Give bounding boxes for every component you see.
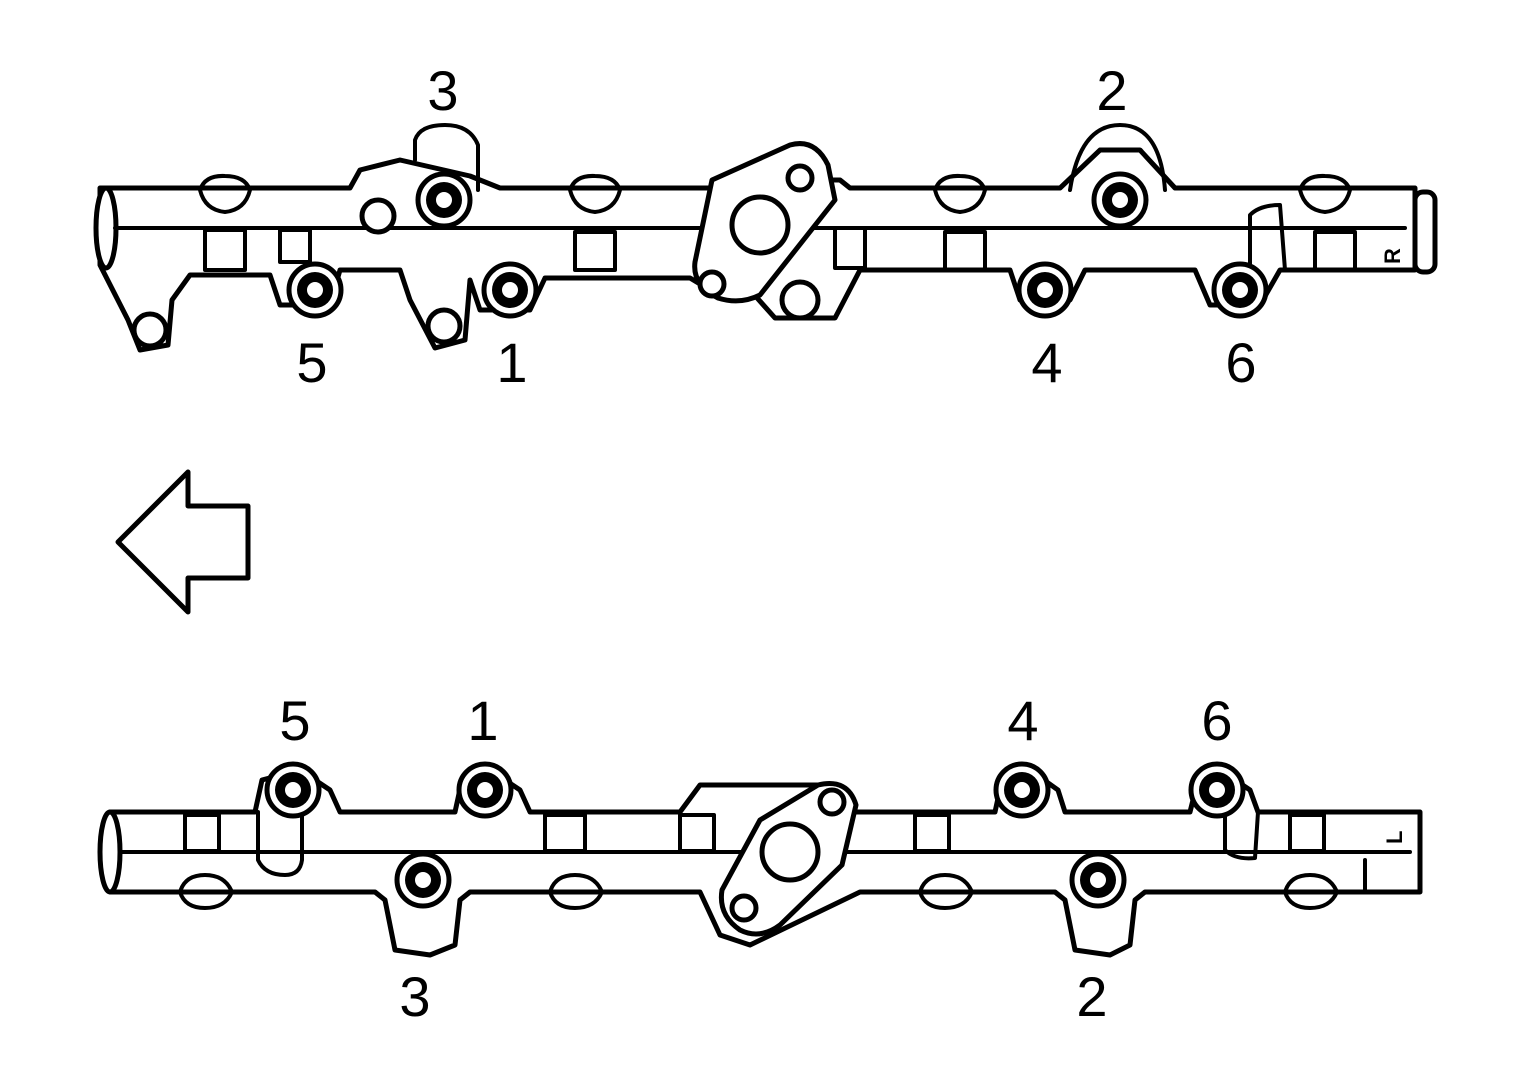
lower-bolt-1 [456,761,514,819]
lower-rail-bracket [1223,810,1260,861]
lower-bolt-3 [394,851,452,909]
upper-rail-pad [203,228,247,272]
upper-rail-side-mark: R [1380,248,1405,264]
upper-bolt-6-label: 6 [1225,331,1256,394]
upper-bolt-5 [286,261,344,319]
upper-rail-bump [933,173,987,214]
lower-bolt-5-label: 5 [279,689,310,752]
lower-rail-pad [913,813,951,853]
lower-rail-left-endcap [97,809,123,895]
lower-rail-bump [178,873,234,910]
lower-bolt-1-label: 1 [467,689,498,752]
upper-rail-mount-hole [425,307,463,345]
upper-rail-pad [943,230,987,272]
upper-flange-hole [697,269,727,299]
upper-rail-mount-hole [131,311,169,349]
lower-bolt-5 [264,761,322,819]
lower-rail-pad [543,813,587,853]
upper-rail-bolt-boss-3 [413,123,480,192]
lower-rail-side-mark: L [1382,831,1407,844]
upper-rail-mount-hole [779,279,821,321]
upper-rail-pad [1313,230,1357,272]
lower-rail-pad [183,813,221,853]
lower-bolt-6-label: 6 [1201,689,1232,752]
lower-bolt-4 [993,761,1051,819]
lower-fuel-rail: L 5 1 4 6 3 2 [97,689,1423,1028]
lower-rail-bump [548,873,604,910]
upper-bolt-2-label: 2 [1096,59,1127,122]
upper-rail-pad [833,226,867,270]
upper-rail-mount-hole [359,197,397,235]
upper-rail-bump [568,173,622,214]
upper-rail-pad [573,230,617,272]
upper-rail-bump [1298,173,1352,214]
lower-rail-bump [918,873,974,910]
upper-bolt-3 [415,171,473,229]
upper-bolt-5-label: 5 [296,331,327,394]
upper-bolt-6 [1211,261,1269,319]
upper-bolt-4 [1016,261,1074,319]
lower-flange-hole [817,787,847,817]
upper-bolt-3-label: 3 [427,59,458,122]
front-direction-arrow-icon [115,469,251,615]
lower-bolt-2 [1069,851,1127,909]
upper-rail-bump [198,173,252,214]
lower-flange-center-hole [759,821,821,883]
upper-rail-pad [278,228,312,264]
lower-flange-hole [729,893,759,923]
upper-bolt-4-label: 4 [1031,331,1062,394]
upper-rail-right-endcap [1412,189,1438,275]
upper-flange-center-hole [729,194,791,256]
upper-bolt-1-label: 1 [496,331,527,394]
lower-rail-pad [1288,813,1326,853]
lower-bolt-3-label: 3 [399,965,430,1028]
lower-rail-pad [678,813,716,853]
lower-bolt-2-label: 2 [1076,965,1107,1028]
lower-rail-bump [1283,873,1339,910]
upper-fuel-rail: R 3 2 5 1 4 6 [93,59,1438,394]
upper-flange-hole [785,163,815,193]
upper-rail-bolt-boss-2 [1068,123,1167,192]
upper-bolt-2 [1091,171,1149,229]
lower-bolt-4-label: 4 [1007,689,1038,752]
lower-rail-bracket [256,810,304,877]
upper-bolt-1 [481,261,539,319]
lower-bolt-6 [1188,761,1246,819]
upper-rail-bracket [1248,203,1287,272]
